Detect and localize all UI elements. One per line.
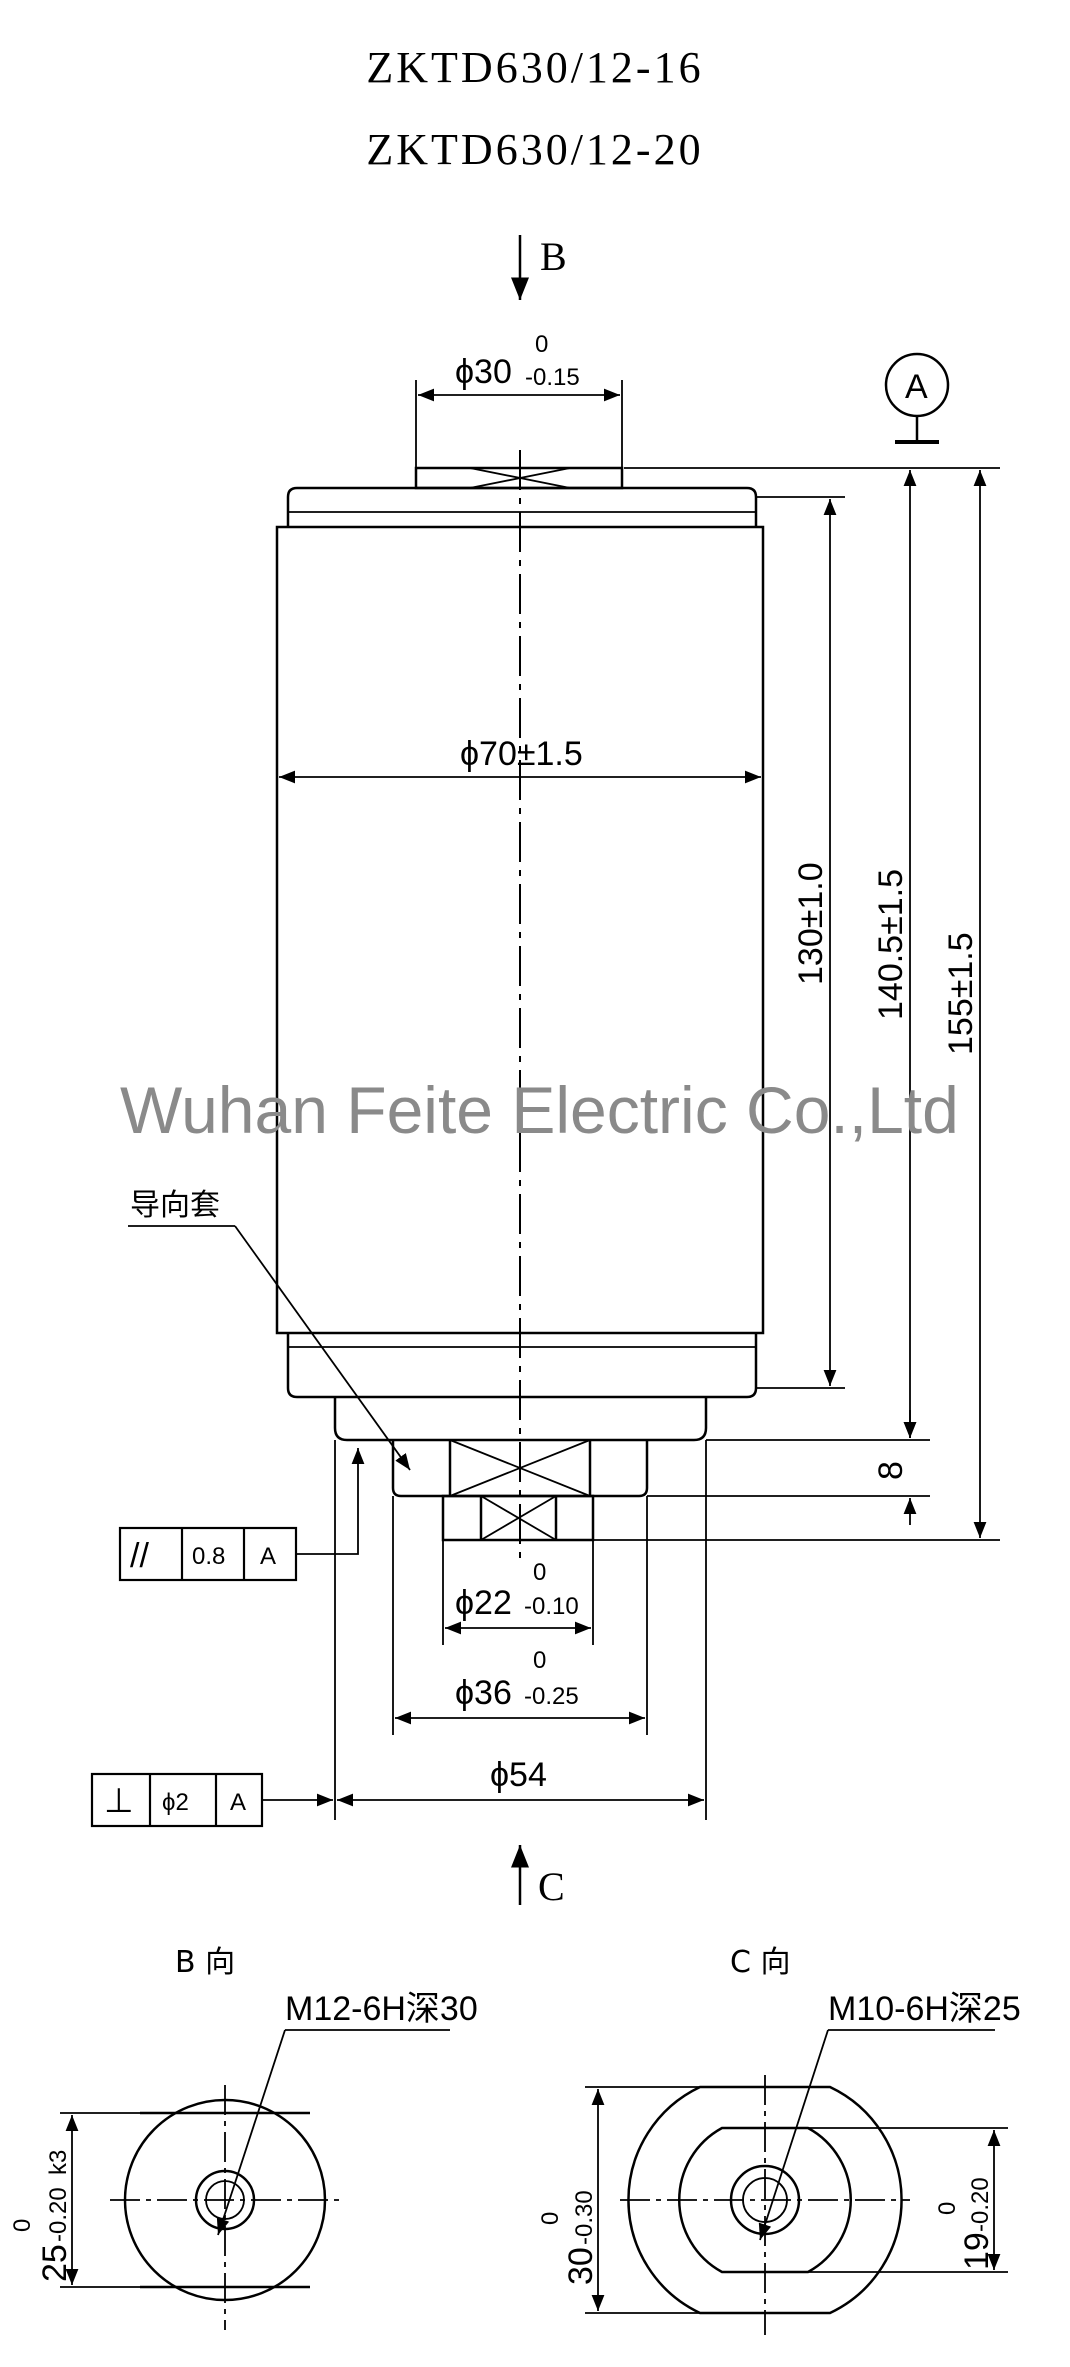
guide-sleeve-leader — [234, 1225, 411, 1471]
view-c-arrow-label: C — [538, 1864, 565, 1909]
parallel-symbol: // — [130, 1537, 149, 1575]
bottom-stud-22 — [441, 1494, 595, 1542]
view-b-label: B 向 — [175, 1945, 235, 1980]
body-bottom-cap — [286, 1333, 758, 1399]
view-c-outer-tol-lower: -0.30 — [571, 2190, 598, 2245]
perpendicular-value: ϕ2 — [162, 1789, 189, 1816]
dim-130-label: 130±1.0 — [792, 862, 830, 985]
view-c-label: C 向 — [730, 1945, 790, 1980]
watermark: Wuhan Feite Electric Co.,Ltd — [120, 1073, 959, 1147]
view-b-thread-leader — [216, 2029, 286, 2236]
datum-a-label: A — [905, 368, 928, 406]
dim-155-label: 155±1.5 — [942, 932, 980, 1055]
view-c-thread-leader — [758, 2029, 829, 2241]
stud-cross-2 — [480, 1495, 557, 1541]
view-b-dim-tol-lower: -0.20 — [45, 2187, 72, 2242]
view-c-inner-tol-upper: 0 — [934, 2202, 961, 2215]
drawing-title-line2: ZKTD630/12-20 — [366, 125, 704, 174]
parallel-value: 0.8 — [192, 1543, 225, 1570]
view-c-outer-shape — [627, 2085, 903, 2315]
view-c-outer-tol-upper: 0 — [537, 2212, 564, 2225]
dim-30-tol-lower: -0.15 — [525, 364, 580, 391]
dim-30-label: ϕ30 — [455, 353, 512, 391]
main-body — [275, 525, 765, 1335]
dim-70-label: ϕ70±1.5 — [460, 735, 583, 773]
perpendicular-symbol: ⊥ — [104, 1782, 134, 1820]
view-b-dim-tol-upper: 0 — [9, 2219, 36, 2232]
top-stud-cross-2 — [469, 467, 571, 489]
drawing-title-line1: ZKTD630/12-16 — [366, 43, 704, 92]
dim-8-label: 8 — [872, 1461, 910, 1480]
parallel-datum: A — [260, 1543, 276, 1570]
dim-22-tol-lower: -0.10 — [524, 1593, 579, 1620]
dim-36-tol-upper: 0 — [533, 1647, 546, 1674]
flange-54 — [333, 1397, 708, 1442]
dim-22-label: ϕ22 — [455, 1584, 512, 1622]
guide-cross-2 — [449, 1439, 591, 1497]
view-c-inner-tol-lower: -0.20 — [967, 2177, 994, 2232]
dim-140-label: 140.5±1.5 — [872, 869, 910, 1020]
dim-30-tol-upper: 0 — [535, 331, 548, 358]
guide-sleeve-label: 导向套 — [130, 1188, 220, 1223]
dim-36-label: ϕ36 — [455, 1674, 512, 1712]
dim-22-tol-upper: 0 — [533, 1559, 546, 1586]
view-c-outer-dim-label: 30 — [562, 2247, 600, 2285]
perpendicular-datum: A — [230, 1789, 246, 1816]
dim-54-label: ϕ54 — [490, 1756, 547, 1794]
view-b-dim-label: 25 — [36, 2244, 74, 2282]
body-top-cap — [286, 486, 758, 527]
view-c-thread-label: M10-6H深25 — [828, 1990, 1021, 2028]
view-b-dim-suffix: k3 — [45, 2150, 72, 2175]
view-b-thread-label: M12-6H深30 — [285, 1990, 478, 2028]
dim-36-tol-lower: -0.25 — [524, 1683, 579, 1710]
view-c-inner-dim-label: 19 — [958, 2232, 996, 2270]
view-b-arrow-label: B — [540, 234, 567, 279]
parallel-leader — [296, 1448, 365, 1555]
